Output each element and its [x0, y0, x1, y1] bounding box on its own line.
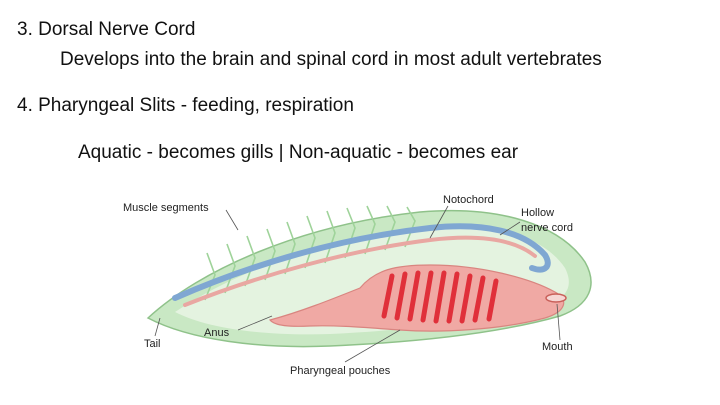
- nerve-cord: [172, 223, 551, 301]
- point4-detail: Aquatic - becomes gills | Non-aquatic - …: [78, 142, 519, 163]
- label-pharyngeal-pouches: Pharyngeal pouches: [290, 365, 391, 377]
- leader-pouches: [344, 329, 401, 363]
- leader-mouth: [556, 303, 561, 341]
- leader-muscle: [225, 209, 239, 231]
- label-hollow-line2: nerve cord: [521, 222, 573, 234]
- label-tail: Tail: [144, 338, 161, 350]
- point3-detail: Develops into the brain and spinal cord …: [60, 49, 602, 70]
- pharyngeal-slits: [381, 270, 499, 324]
- leader-hollow: [499, 221, 521, 236]
- label-notochord: Notochord: [443, 194, 494, 206]
- point4-heading: 4. Pharyngeal Slits - feeding, respirati…: [17, 95, 354, 116]
- label-muscle-segments: Muscle segments: [123, 202, 209, 214]
- label-hollow-line1: Hollow: [521, 207, 554, 219]
- chordate-diagram: Muscle segments Notochord Hollow nerve c…: [123, 194, 592, 377]
- leader-anus: [237, 315, 273, 331]
- leader-notochord: [429, 205, 449, 239]
- label-mouth: Mouth: [542, 341, 573, 353]
- point3-heading: 3. Dorsal Nerve Cord: [17, 19, 196, 40]
- leader-tail: [154, 317, 161, 337]
- notochord: [183, 235, 537, 307]
- label-anus: Anus: [204, 327, 230, 339]
- muscle-segments: [204, 205, 416, 301]
- mouth-opening: [545, 293, 567, 303]
